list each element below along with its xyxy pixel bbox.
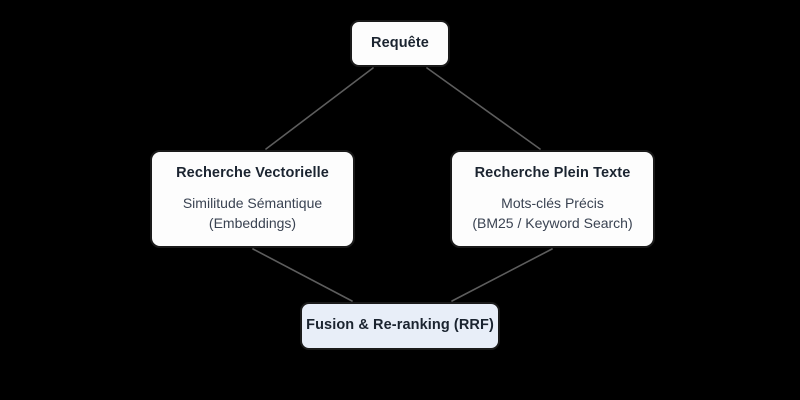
node-vector-search-title: Recherche Vectorielle xyxy=(176,165,329,182)
edge-query-to-vector xyxy=(265,67,374,150)
node-vector-search-subtitle-2: (Embeddings) xyxy=(208,215,297,232)
node-query[interactable]: Requête xyxy=(350,20,450,67)
node-vector-search-subtitle-1: Similitude Sémantique xyxy=(182,194,323,211)
node-fulltext-search-title: Recherche Plein Texte xyxy=(474,165,631,182)
node-fusion-title: Fusion & Re-ranking (RRF) xyxy=(306,317,494,334)
edge-query-to-fulltext xyxy=(426,67,541,150)
node-fulltext-search[interactable]: Recherche Plein Texte Mots-clés Précis (… xyxy=(450,150,655,248)
edge-fulltext-to-fusion xyxy=(451,248,553,302)
node-vector-search[interactable]: Recherche Vectorielle Similitude Sémanti… xyxy=(150,150,355,248)
edge-vector-to-fusion xyxy=(252,248,353,302)
node-fulltext-search-subtitle-2: (BM25 / Keyword Search) xyxy=(472,215,633,232)
node-fulltext-search-subtitle-1: Mots-clés Précis xyxy=(501,194,604,211)
node-query-title: Requête xyxy=(371,34,429,51)
node-fusion[interactable]: Fusion & Re-ranking (RRF) xyxy=(300,302,500,350)
